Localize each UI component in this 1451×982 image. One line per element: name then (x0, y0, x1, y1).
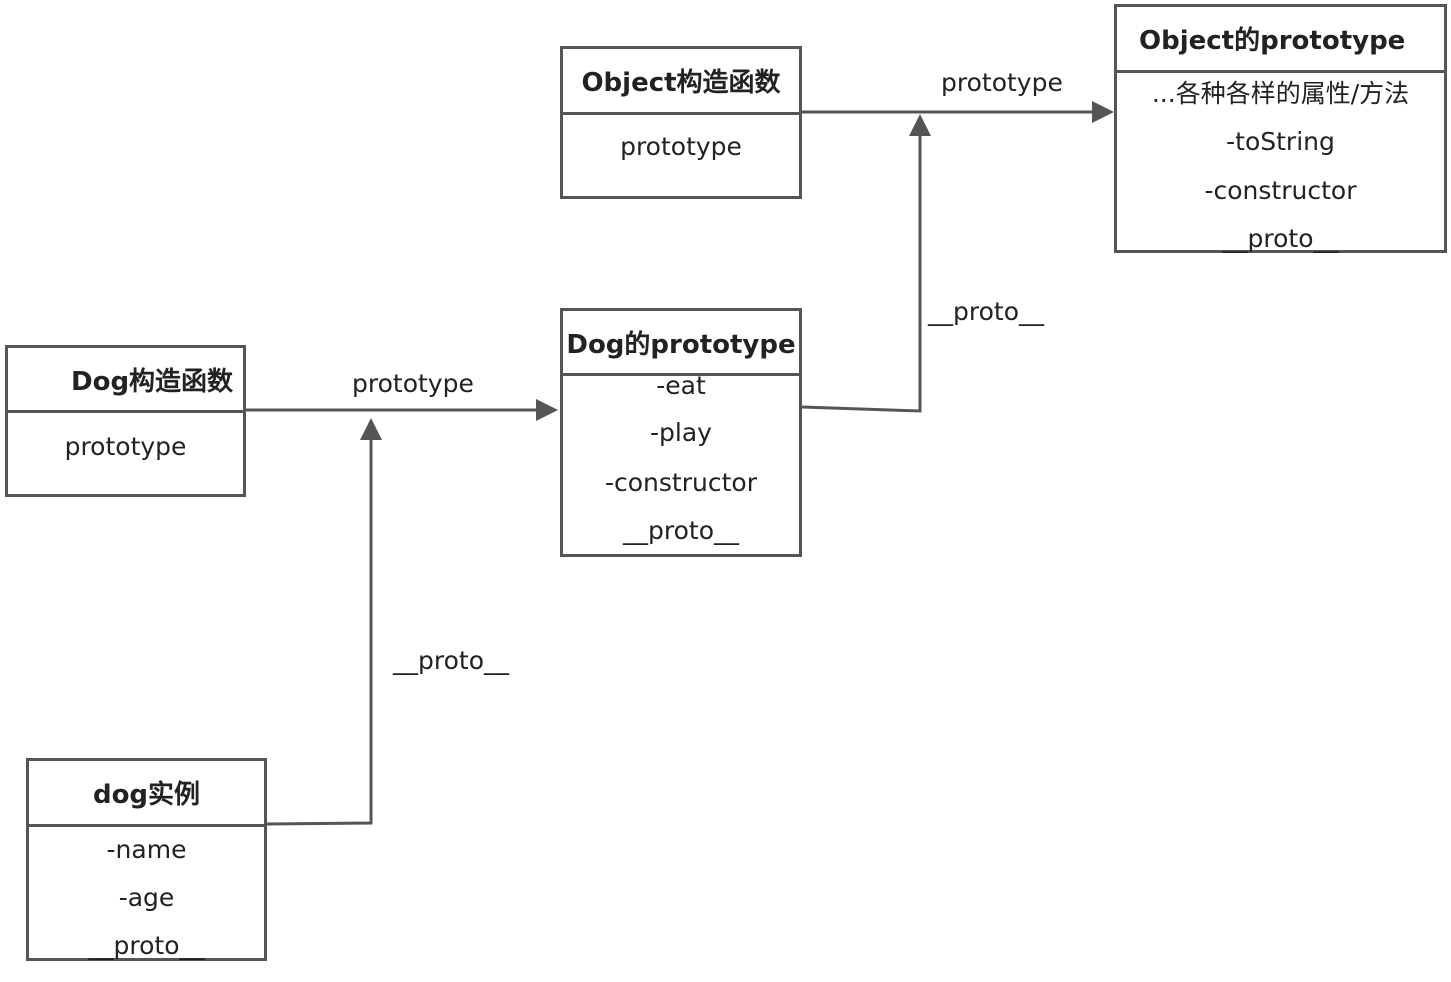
arrowhead-up-object-line (909, 114, 931, 136)
object-constructor-body: prototype (563, 115, 799, 196)
object-prototype-row: __proto__ (1222, 224, 1339, 253)
dog-prototype-title: Dog的prototype (563, 311, 799, 376)
arrowhead-up-dog-line (360, 418, 382, 440)
object-constructor-box: Object构造函数 prototype (560, 46, 802, 199)
edge-label-object-prototype: prototype (941, 68, 1063, 97)
dog-prototype-box: Dog的prototype -eat -play -constructor __… (560, 308, 802, 557)
object-prototype-row: -constructor (1204, 176, 1357, 205)
edge-label-dog-prototype: prototype (352, 369, 474, 398)
object-prototype-title: Object的prototype (1117, 7, 1444, 73)
edge-dog-proto-to-object-proto (801, 134, 922, 413)
edge-label-dog-instance-proto: __proto__ (393, 646, 509, 675)
object-prototype-box: Object的prototype ...各种各样的属性/方法 -toString… (1114, 4, 1447, 253)
dog-instance-body: -name -age __proto__ (29, 827, 264, 960)
object-prototype-row: ...各种各样的属性/方法 (1151, 79, 1410, 108)
dog-prototype-row: -play (650, 418, 712, 447)
dog-instance-row: __proto__ (88, 931, 205, 960)
dog-constructor-box: Dog构造函数 prototype (5, 345, 246, 497)
dog-instance-title: dog实例 (29, 761, 264, 827)
dog-prototype-row: -eat (656, 371, 706, 400)
dog-instance-box: dog实例 -name -age __proto__ (26, 758, 267, 961)
arrowhead-object-proto (1092, 101, 1114, 123)
edge-label-dog-proto-proto: __proto__ (928, 297, 1044, 326)
object-constructor-row: prototype (620, 132, 742, 161)
object-constructor-title: Object构造函数 (563, 49, 799, 115)
dog-prototype-row: -constructor (605, 468, 757, 497)
dog-instance-row: -age (118, 883, 175, 912)
dog-prototype-row: __proto__ (623, 516, 739, 545)
dog-instance-row: -name (106, 835, 187, 864)
dog-constructor-title: Dog构造函数 (8, 348, 243, 413)
object-prototype-body: ...各种各样的属性/方法 -toString -constructor __p… (1117, 73, 1444, 253)
dog-constructor-body: prototype (8, 413, 243, 494)
edge-dog-instance-to-dog-proto (266, 438, 373, 826)
object-prototype-row: -toString (1226, 127, 1335, 156)
dog-constructor-row: prototype (64, 432, 187, 461)
dog-prototype-body: -eat -play -constructor __proto__ (563, 371, 799, 554)
arrowhead-dog-proto (536, 399, 558, 421)
